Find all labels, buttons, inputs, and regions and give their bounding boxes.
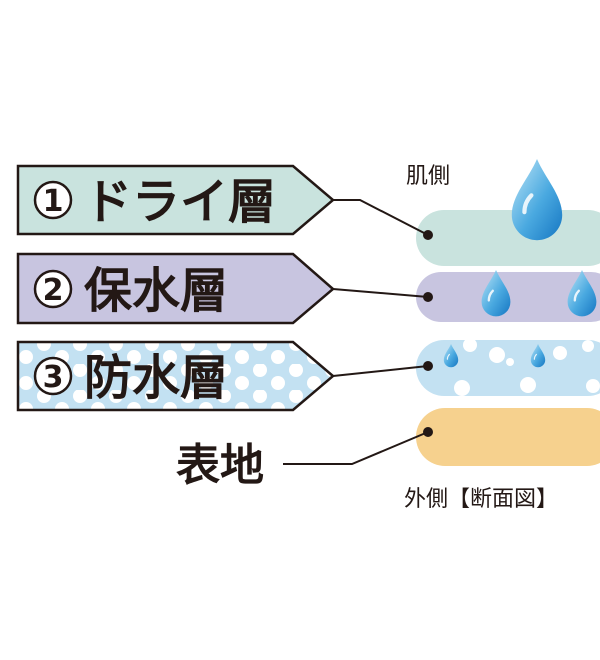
label-dry-layer: 1 ドライ層 bbox=[16, 164, 335, 236]
number-1: 1 bbox=[43, 184, 64, 219]
cross-section-dot bbox=[423, 230, 433, 240]
cross-section-dot bbox=[423, 292, 433, 302]
fabric-band bbox=[416, 408, 600, 466]
number-badge-3 bbox=[33, 356, 73, 396]
number-badge-2 bbox=[33, 269, 73, 309]
cross-section-dots bbox=[423, 230, 433, 437]
cross-section-dot bbox=[423, 427, 433, 437]
fabric-label: 表地 bbox=[176, 440, 264, 491]
label-waterproof-layer: 3 防水層 bbox=[16, 340, 335, 412]
cross-section-dot bbox=[423, 361, 433, 371]
label-water-retention-layer: 2 保水層 bbox=[16, 252, 335, 325]
number-badge-1 bbox=[33, 180, 73, 220]
dry-layer-label: ドライ層 bbox=[84, 174, 276, 230]
water-drop-icon bbox=[512, 159, 562, 240]
label-tag-1 bbox=[16, 164, 335, 236]
skin-side-label: 肌側 bbox=[406, 164, 450, 189]
band-dot-pattern bbox=[454, 340, 600, 396]
waterproof-band bbox=[416, 340, 600, 396]
leader-lines bbox=[283, 199, 429, 465]
number-2: 2 bbox=[43, 273, 64, 308]
water-retention-layer-label: 保水層 bbox=[84, 263, 228, 319]
label-tag-2 bbox=[16, 252, 335, 325]
label-tag-3-outline bbox=[16, 340, 335, 412]
waterproof-layer-label: 防水層 bbox=[84, 350, 228, 406]
number-3: 3 bbox=[43, 360, 64, 395]
outer-side-label: 外側【断面図】 bbox=[404, 487, 558, 512]
dry-layer-band bbox=[416, 210, 600, 266]
